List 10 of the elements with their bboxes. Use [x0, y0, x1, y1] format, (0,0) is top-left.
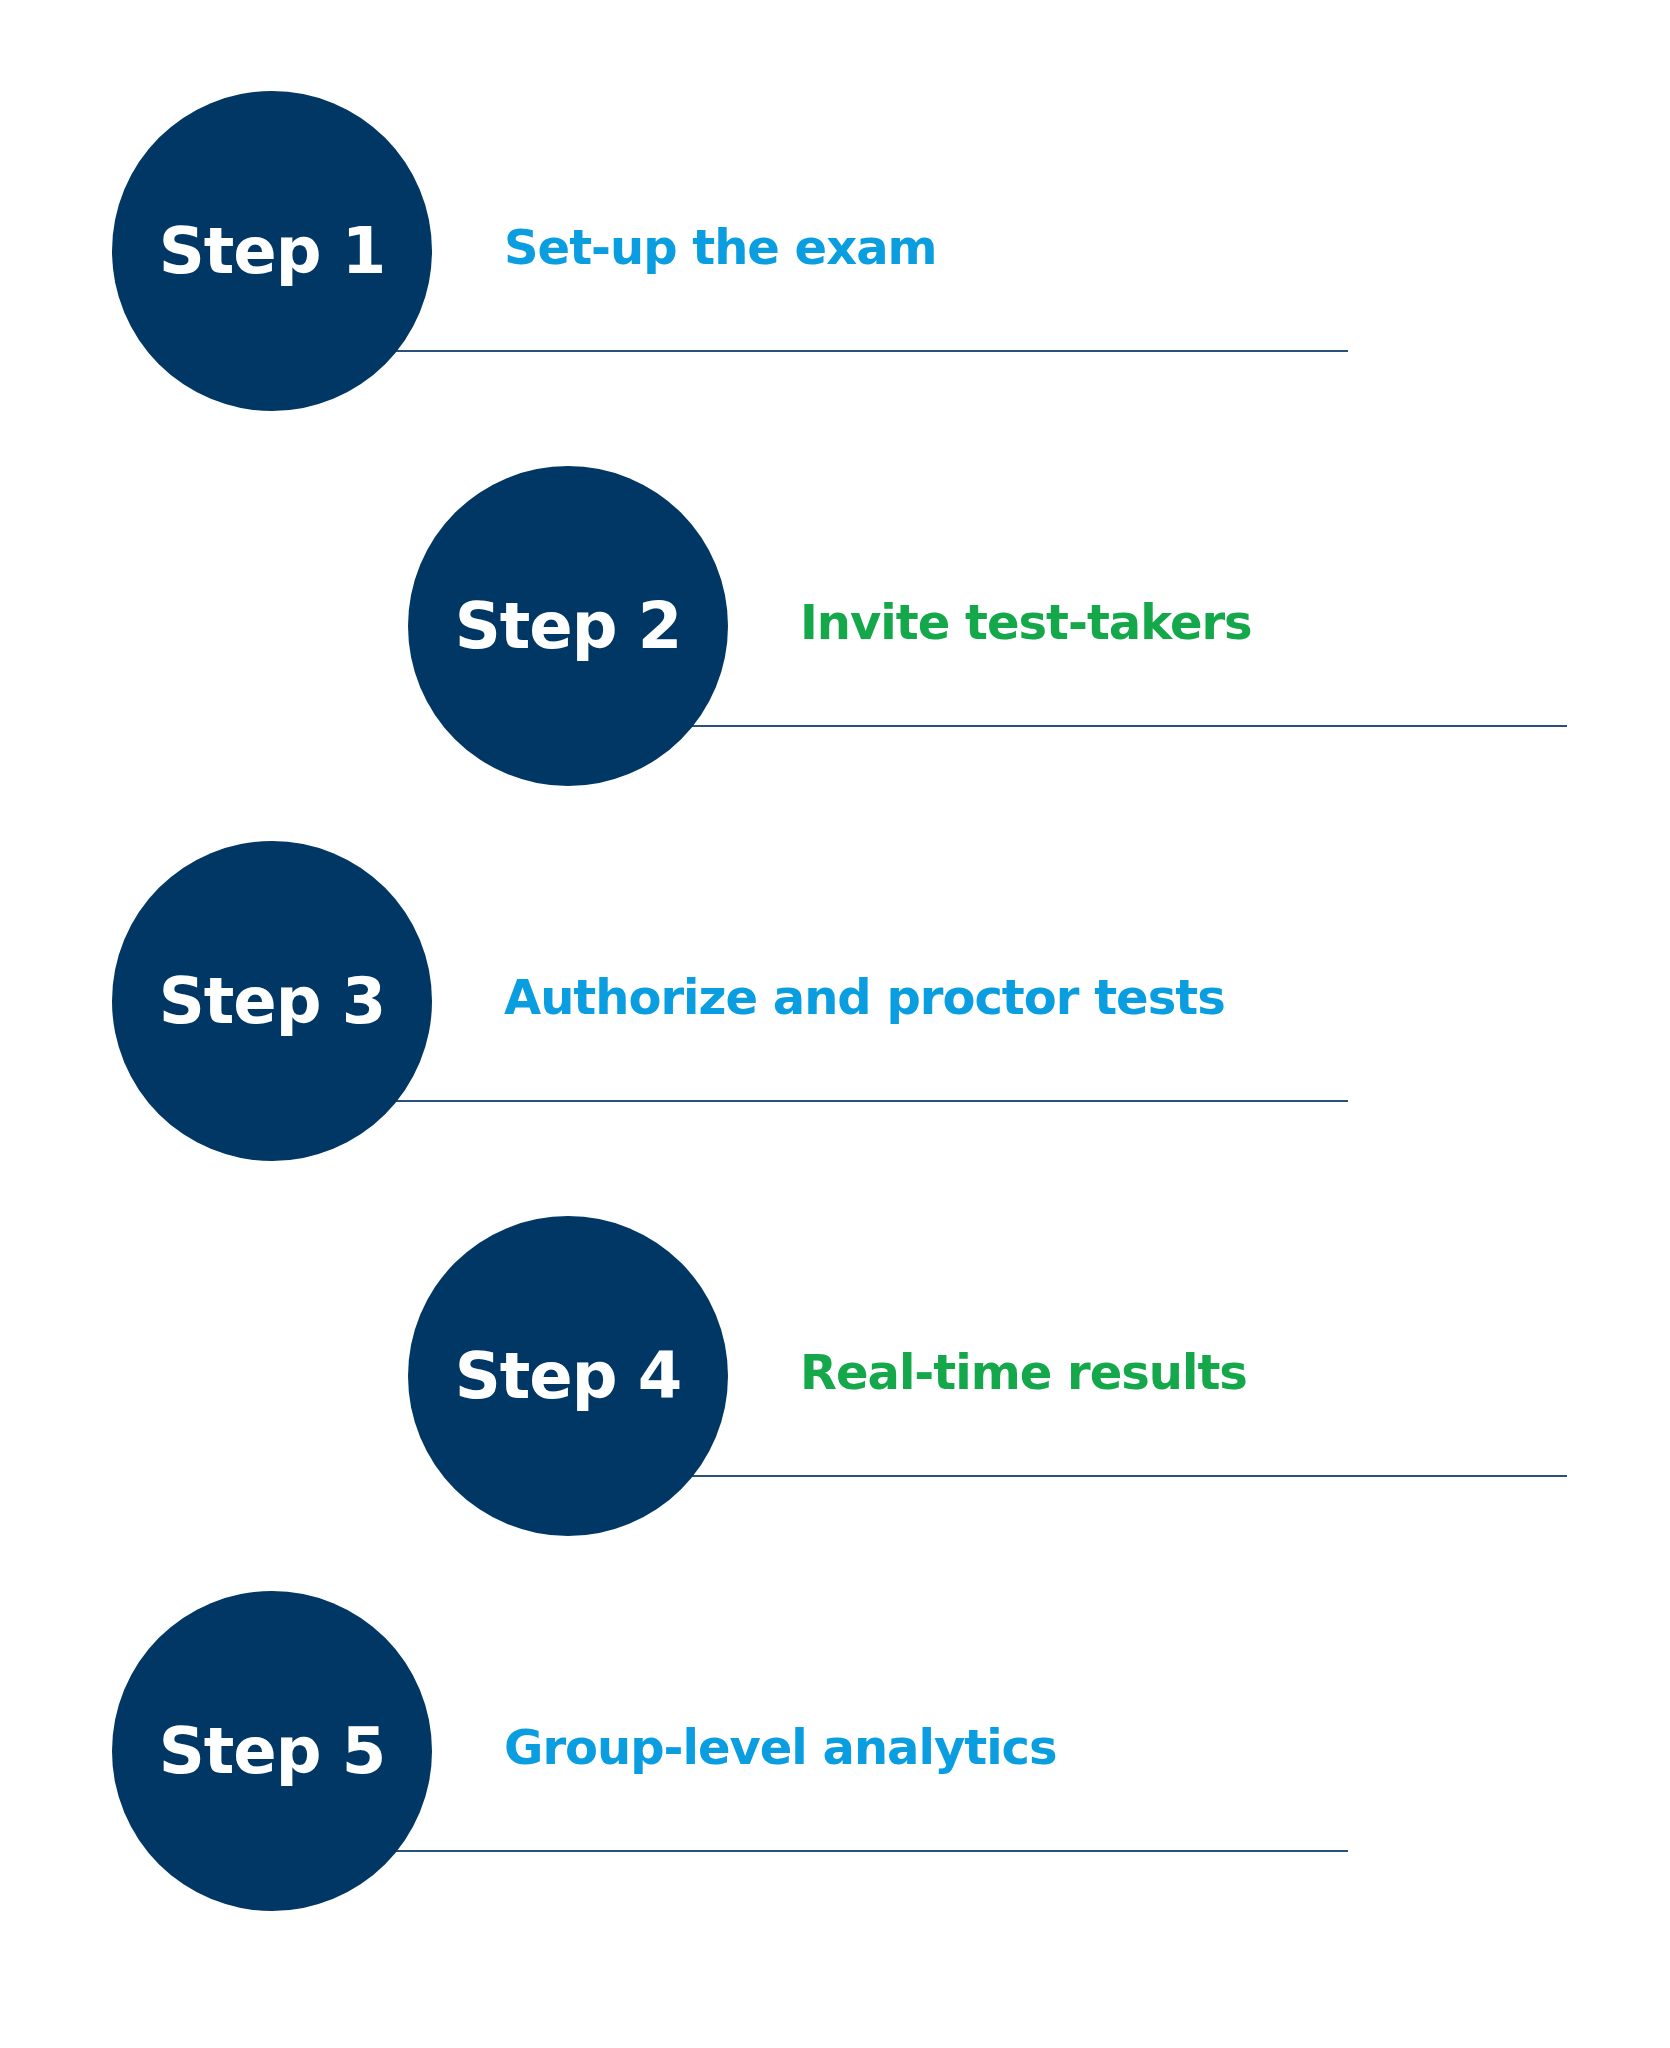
step-title: Set-up the exam — [504, 219, 937, 275]
step-number: Step 3 — [158, 964, 386, 1038]
step-title: Invite test-takers — [800, 594, 1252, 650]
step-number: Step 4 — [454, 1339, 682, 1413]
step-title: Real-time results — [800, 1344, 1247, 1400]
step-title: Group-level analytics — [504, 1719, 1057, 1775]
step-title: Authorize and proctor tests — [504, 969, 1225, 1025]
step-number: Step 1 — [158, 214, 386, 288]
step-number: Step 2 — [454, 589, 682, 663]
step-number: Step 5 — [158, 1714, 386, 1788]
